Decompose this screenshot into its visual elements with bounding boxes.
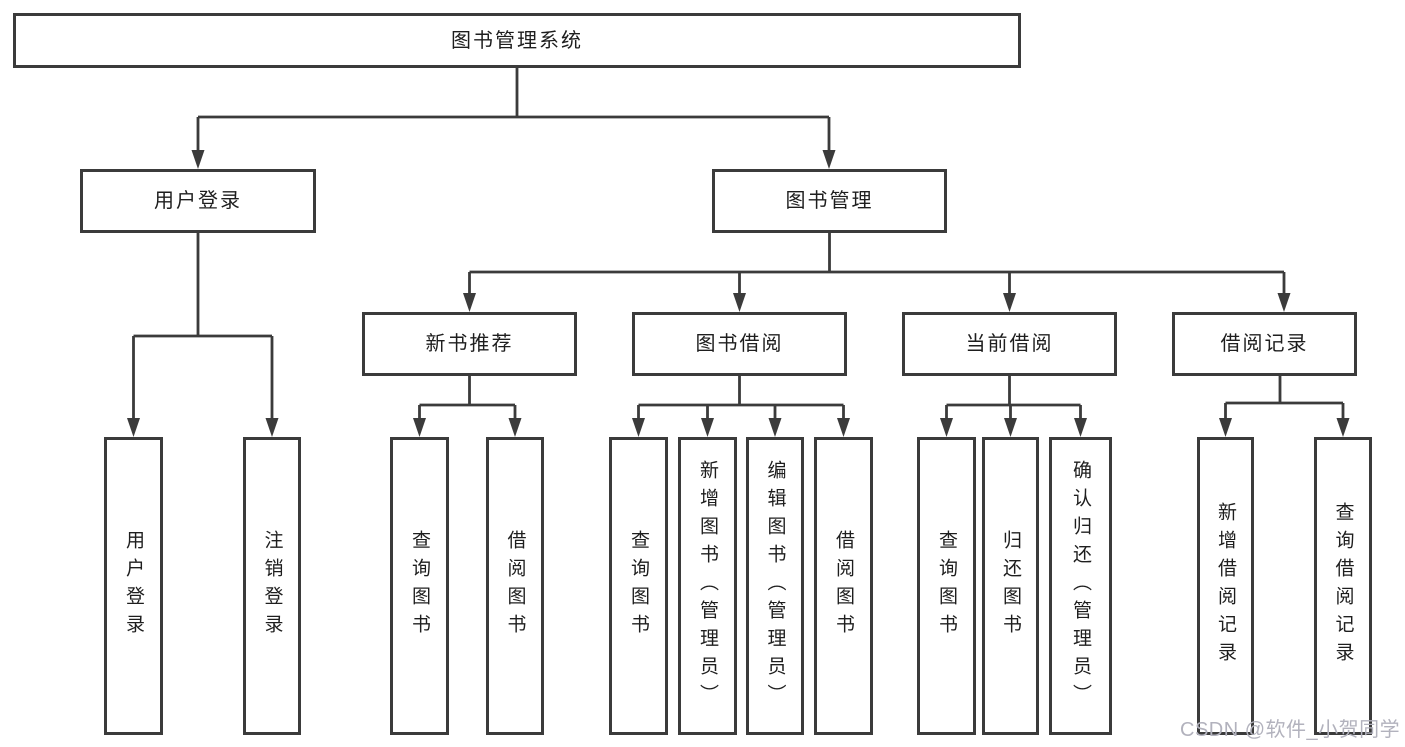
node-leaf-query-books-current: 查询图书 [917,437,976,735]
node-leaf-confirm-return-admin: 确认归还（管理员） [1049,437,1112,735]
node-current-borrowing: 当前借阅 [902,312,1117,376]
node-borrowing-records: 借阅记录 [1172,312,1357,376]
node-leaf-logout: 注销登录 [243,437,301,735]
node-leaf-query-books-recommend: 查询图书 [390,437,449,735]
node-user-login: 用户登录 [80,169,316,233]
node-new-book-recommendation: 新书推荐 [362,312,577,376]
node-leaf-query-borrow-record: 查询借阅记录 [1314,437,1372,735]
node-book-borrowing: 图书借阅 [632,312,847,376]
node-leaf-edit-book-admin: 编辑图书（管理员） [746,437,804,735]
node-leaf-query-books-borrowing: 查询图书 [609,437,668,735]
node-library-management-system: 图书管理系统 [13,13,1021,68]
node-book-management: 图书管理 [712,169,947,233]
node-leaf-borrow-books: 借阅图书 [814,437,873,735]
node-leaf-add-book-admin: 新增图书（管理员） [678,437,737,735]
arrowheads [127,150,1350,437]
node-leaf-user-login: 用户登录 [104,437,163,735]
node-leaf-return-book: 归还图书 [982,437,1039,735]
node-leaf-add-borrow-record: 新增借阅记录 [1197,437,1254,735]
node-leaf-borrow-books-recommend: 借阅图书 [486,437,544,735]
csdn-watermark: CSDN @软件_小贺同学 [1180,719,1401,741]
